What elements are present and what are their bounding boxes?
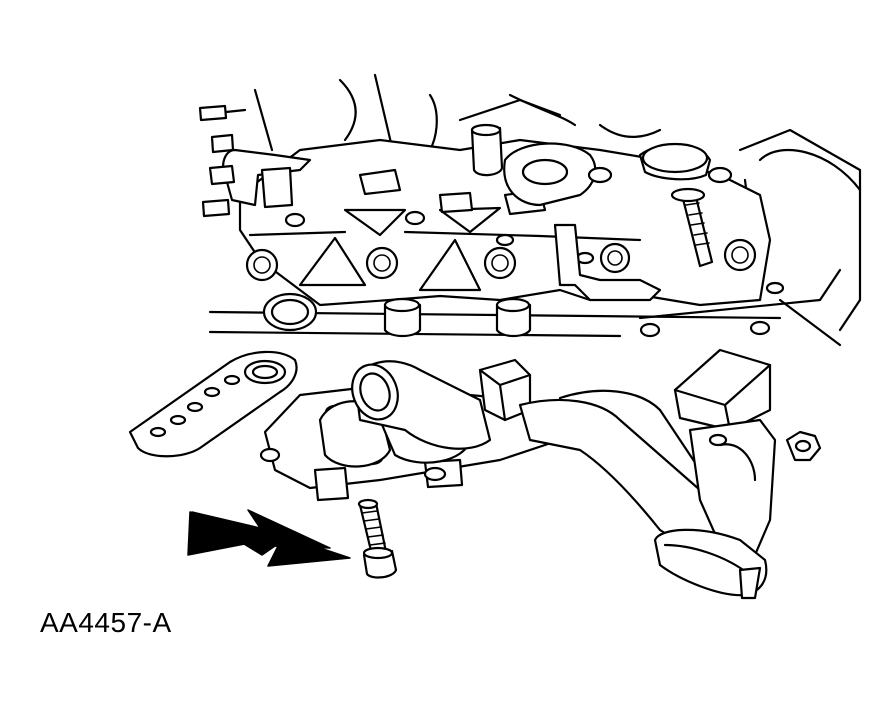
plug-cap	[470, 123, 504, 177]
upper-long-bolt	[670, 187, 714, 268]
cylinder-head-assembly	[198, 73, 862, 347]
exhaust-manifold	[259, 348, 777, 600]
head-bolt-holes	[284, 166, 785, 338]
double-filled-arrow-icon	[187, 509, 351, 567]
port-cover-right	[638, 142, 712, 181]
exhaust-manifold-gasket	[128, 350, 298, 458]
stud-pins	[198, 104, 247, 218]
manifold-bolt	[357, 498, 398, 579]
manifold-right-block	[673, 348, 777, 562]
manifold-outlet-tube	[351, 360, 492, 450]
manifold-studs	[383, 297, 532, 338]
exhaust-port-left	[262, 292, 318, 332]
head-hex-bolts	[245, 238, 757, 282]
manifold-lower-flange	[653, 528, 768, 600]
flange-nut	[785, 430, 822, 462]
figure-id-label: AA4457-A	[40, 607, 172, 638]
